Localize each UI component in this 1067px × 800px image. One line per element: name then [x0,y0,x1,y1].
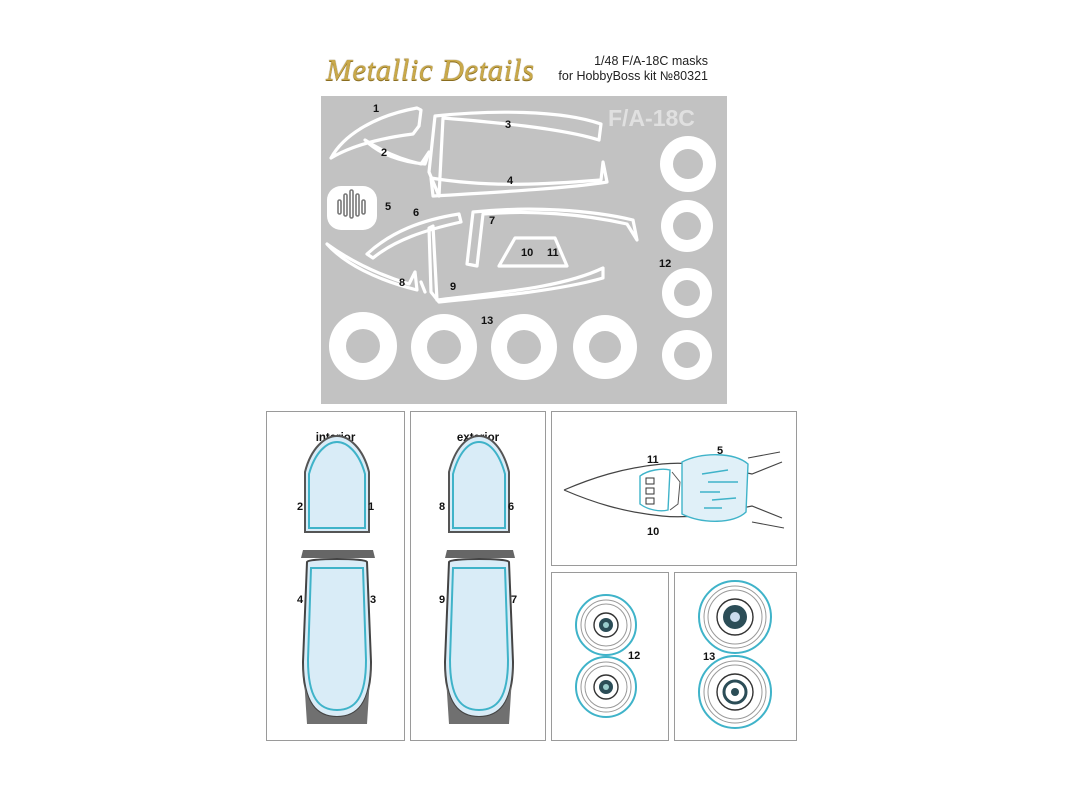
wheels-large-label-13: 13 [703,651,716,663]
num-8: 8 [399,277,405,289]
wheels-small-label-12: 12 [628,650,641,662]
num-4: 4 [507,175,514,187]
mask-5-slots [337,189,366,219]
nose-drawing [563,451,785,529]
panel-nose: 11 5 10 [551,411,797,566]
wheel-large-bottom [698,655,772,729]
num-2: 2 [381,147,387,159]
mask-2 [363,138,431,166]
wheels-large-drawing [698,580,772,729]
num-12: 12 [659,258,671,270]
panel-wheels-large: 13 [674,572,797,741]
exterior-canopy-drawing [443,434,515,724]
interior-label-3: 3 [370,594,377,606]
wheels-small-drawing [575,594,637,718]
num-6: 6 [413,207,419,219]
wheel-large-top [698,580,772,654]
mask-12-rings [660,136,716,380]
num-3: 3 [505,119,511,131]
num-9: 9 [450,281,456,293]
exterior-label-9: 9 [439,594,446,606]
exterior-label-6: 6 [508,501,515,513]
nose-label-10: 10 [647,526,660,538]
num-10: 10 [521,247,533,259]
mask-13-rings [329,312,637,380]
num-1: 1 [373,103,379,115]
interior-label-1: 1 [368,501,375,513]
panel-interior: interior 2 1 4 3 [266,411,405,741]
mask-10-11 [497,236,569,268]
interior-label-2: 2 [297,501,304,513]
header-line-1: 1/48 F/A-18C masks [594,54,708,68]
panel-exterior: exterior 8 6 9 7 [410,411,546,741]
exterior-label-7: 7 [511,594,518,606]
nose-label-5: 5 [717,445,724,457]
num-13: 13 [481,315,493,327]
mask-6 [365,212,463,260]
header-line-2: for HobbyBoss kit №80321 [558,69,708,83]
mask-1 [329,106,423,160]
interior-canopy-drawing [301,434,375,724]
brand-logo: Metallic Details [326,52,535,87]
wheel-small-bottom [575,656,637,718]
mask-sheet: .m{fill:none;stroke:#ffffff;stroke-width… [321,96,727,404]
interior-label-4: 4 [297,594,304,606]
exterior-label-8: 8 [439,501,446,513]
mask-4 [429,160,609,198]
mask-7 [465,207,639,268]
mask-sheet-drawing: .m{fill:none;stroke:#ffffff;stroke-width… [325,103,716,380]
mask-3 [427,110,603,198]
mask-8 [325,242,419,292]
wheel-small-top [575,594,637,656]
panel-wheels-small: 12 [551,572,669,741]
num-5: 5 [385,201,391,213]
num-11: 11 [547,247,559,259]
mask-9 [427,224,605,304]
nose-label-11: 11 [647,454,659,466]
mask-5 [327,186,377,230]
num-7: 7 [489,215,495,227]
sheet-watermark: F/A-18C [608,105,695,131]
mask-9-b [419,280,427,294]
